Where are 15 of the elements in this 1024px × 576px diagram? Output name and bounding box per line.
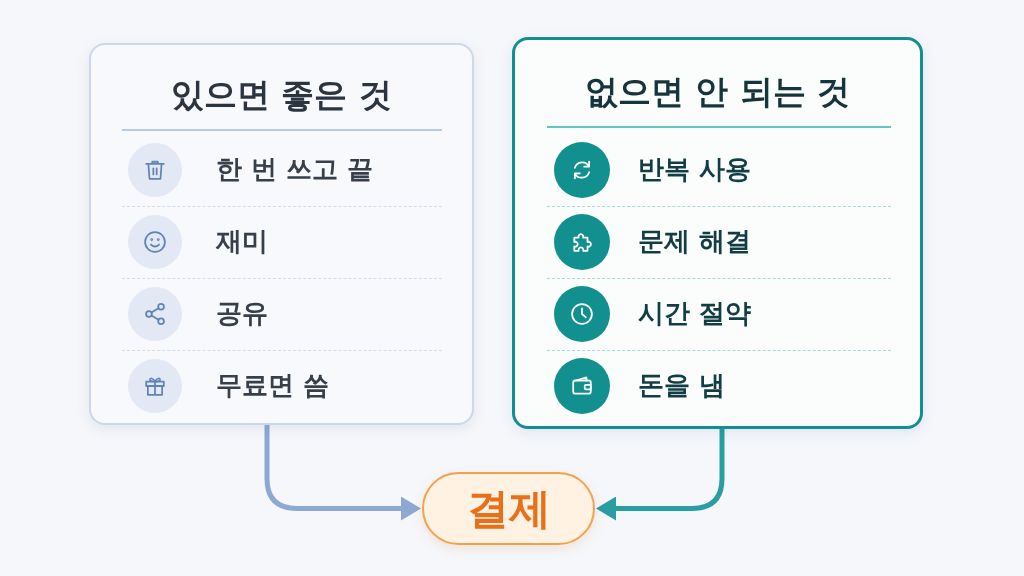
card-panel [89,43,474,425]
arrow [264,425,421,521]
item-label: 반복 사용 [638,155,752,185]
outcome-pill: 결제 [422,472,595,545]
card-heading: 없으면 안 되는 것 [584,73,851,111]
card-panel [512,37,923,429]
item-label: 무료면 씀 [216,371,330,401]
item-label: 재미 [216,227,268,257]
arrow [596,429,725,521]
item-label: 돈을 냄 [638,371,726,401]
item-label: 공유 [216,299,268,329]
item-label: 한 번 쓰고 끝 [216,155,374,185]
item-label: 시간 절약 [638,299,752,329]
item-label: 문제 해결 [638,227,752,257]
card-heading: 있으면 좋은 것 [171,76,392,114]
